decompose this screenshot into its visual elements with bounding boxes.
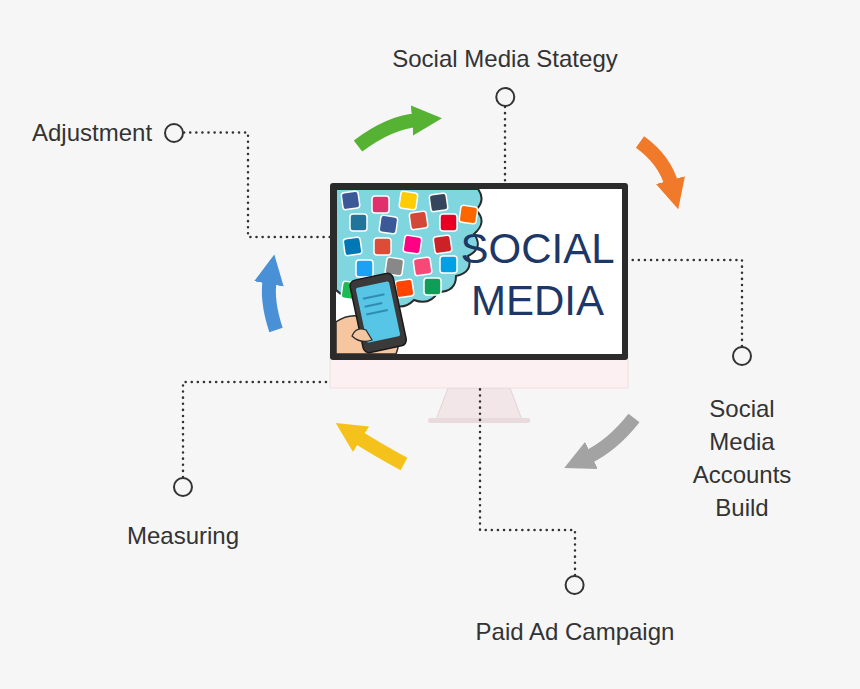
app-icon (379, 215, 398, 234)
step-marker (495, 87, 515, 107)
cycle-arrow (640, 142, 672, 186)
app-icon (440, 214, 457, 231)
app-icon (356, 260, 373, 277)
app-icon (341, 191, 360, 210)
step-marker (164, 123, 184, 143)
monitor-bezel (330, 183, 628, 360)
app-icon (399, 191, 418, 210)
step-label: Measuring (127, 477, 239, 552)
step-label: Social Media Accounts Build (683, 346, 801, 524)
app-icon (429, 193, 448, 212)
app-icon (440, 256, 457, 273)
step-marker (565, 575, 585, 595)
step-text: Adjustment (32, 116, 152, 149)
dotted-leader (184, 133, 330, 238)
phone (349, 272, 407, 354)
dotted-leader (504, 107, 507, 183)
app-icon (459, 205, 478, 224)
app-icon (372, 196, 389, 213)
app-icon (433, 235, 452, 254)
monitor-screen-box: SOCIAL MEDIA (330, 183, 628, 388)
step-text: Measuring (127, 519, 239, 552)
step-text: Paid Ad Campaign (476, 615, 675, 648)
step-text: Social Media Accounts Build (683, 392, 801, 524)
step-marker (173, 477, 193, 497)
cycle-arrow (356, 436, 404, 464)
app-icon (343, 237, 362, 256)
step-label: Social Media Stategy (392, 42, 617, 107)
cycle-arrow (586, 418, 634, 458)
cycle-arrow (358, 120, 418, 146)
step-label: Paid Ad Campaign (476, 575, 675, 648)
step-label: Adjustment (32, 116, 184, 149)
step-marker (732, 346, 752, 366)
monitor-stand (436, 388, 522, 420)
app-icon (374, 238, 391, 255)
dotted-leader (480, 388, 575, 575)
screen-title: SOCIAL MEDIA (455, 223, 620, 327)
thumb (352, 329, 372, 341)
app-icon (413, 257, 432, 276)
app-icon (424, 278, 441, 295)
dotted-leader (183, 382, 330, 477)
cycle-arrow (269, 278, 276, 330)
dotted-leader (628, 260, 742, 346)
app-icon (403, 235, 422, 254)
monitor-screen (336, 189, 622, 354)
app-icon (395, 279, 414, 298)
step-text: Social Media Stategy (392, 42, 617, 75)
app-icon (350, 214, 367, 231)
app-icon (409, 211, 428, 230)
